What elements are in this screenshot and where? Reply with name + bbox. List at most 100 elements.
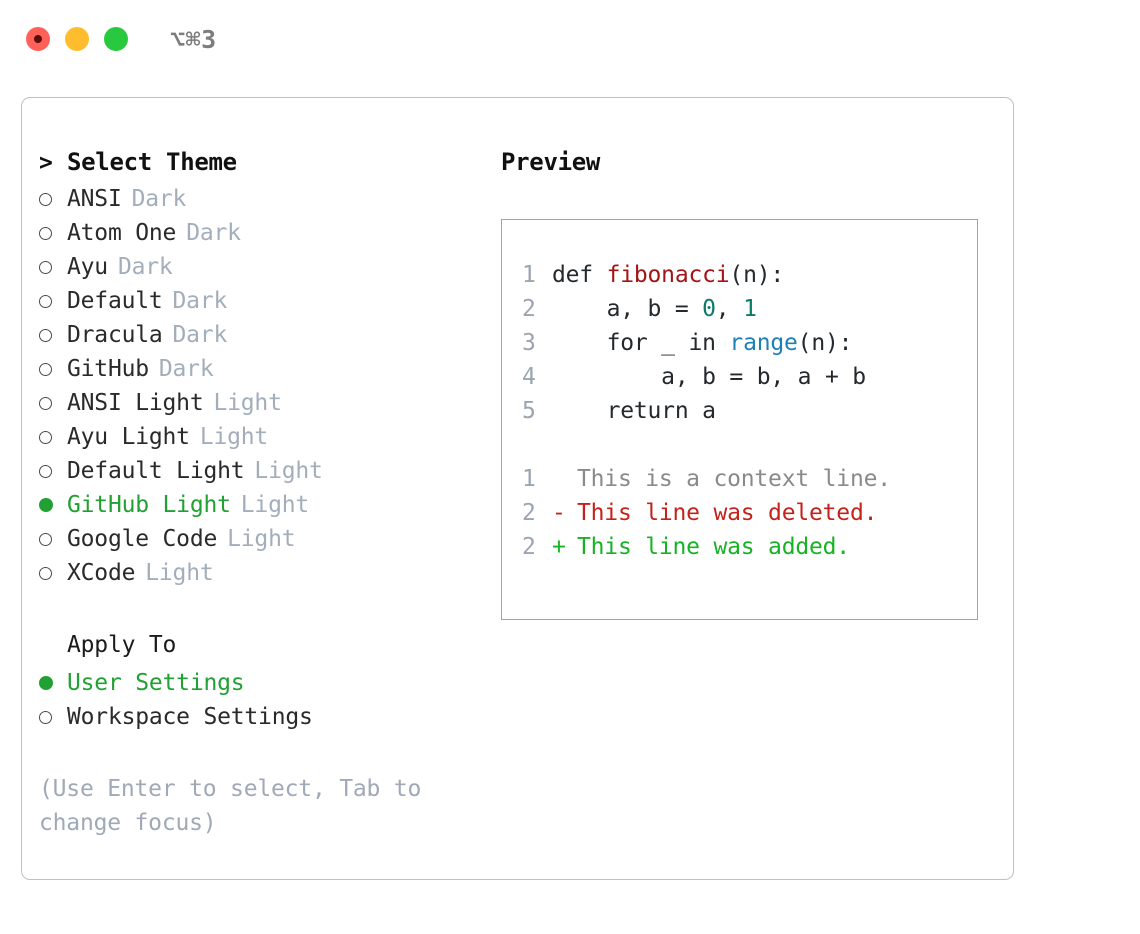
line-number: 5 [522,398,536,424]
code-token-plain: (n): [797,330,853,356]
theme-option-label: Ayu Light [67,423,190,450]
diff-sample: 1 This is a context line.2-This line was… [522,466,977,568]
keyboard-hint-text: (Use Enter to select, Tab to change focu… [39,776,422,836]
code-token-plain: a, b = [552,296,703,322]
code-line: 3 for _ in range(n): [522,330,977,364]
radio-dot [39,226,52,240]
diff-text: This line was added. [577,534,850,560]
radio-dot [39,430,52,444]
radio-unselected-icon [39,182,67,216]
radio-dot [39,396,52,410]
code-token-call: range [729,330,798,356]
spacer [39,590,499,632]
title-bar: ⌥⌘3 [0,0,1140,78]
apply-to-heading: Apply To [39,632,499,666]
radio-dot [39,676,53,690]
radio-dot [39,260,52,274]
code-content: def fibonacci(n): [552,262,784,288]
code-token-fn: fibonacci [606,262,730,288]
theme-variant-tag: Dark [172,321,228,348]
theme-option-label: GitHub Light [67,492,231,518]
apply-to-option-user-settings[interactable]: User Settings [39,666,499,700]
theme-option-label: ANSI [67,185,122,212]
radio-unselected-icon [39,420,67,454]
code-line: 2 a, b = 0, 1 [522,296,977,330]
radio-dot [39,532,52,546]
line-number: 4 [522,364,536,390]
line-number: 1 [522,466,536,492]
theme-option-label: XCode [67,559,136,586]
diff-content: This is a context line. [552,466,891,492]
radio-unselected-icon [39,250,67,284]
diff-sign: + [552,534,566,560]
radio-unselected-icon [39,284,67,318]
code-line: 5 return a [522,398,977,432]
diff-line-deleted: 2-This line was deleted. [522,500,977,534]
radio-dot [39,464,52,478]
theme-variant-tag: Light [254,457,323,484]
theme-option-label: GitHub [67,355,149,382]
minimize-button[interactable] [65,27,89,51]
theme-option-label: Google Code [67,525,218,552]
theme-option-google-code[interactable]: Google Code Light [39,522,499,556]
theme-variant-tag: Dark [158,355,214,382]
keyboard-shortcut-label: ⌥⌘3 [170,24,217,54]
line-number: 2 [522,296,536,322]
code-blank-line [522,432,977,466]
diff-line-added: 2 + This line was added. [522,534,977,568]
apply-to-label: Apply To [67,632,177,658]
theme-option-github[interactable]: GitHub Dark [39,352,499,386]
theme-option-label: Default [67,287,163,314]
apply-to-option-label: User Settings [67,670,245,696]
diff-sign: - [552,500,566,526]
radio-unselected-icon [39,700,67,734]
diff-content: + This line was added. [552,534,850,560]
maximize-button[interactable] [104,27,128,51]
radio-unselected-icon [39,352,67,386]
radio-dot [39,192,52,206]
diff-text: This line was deleted. [577,500,878,526]
radio-unselected-icon [39,522,67,556]
line-number: 3 [522,330,536,356]
select-theme-heading: > Select Theme [39,148,499,182]
radio-dot [39,328,52,342]
theme-option-github-light[interactable]: GitHub Light Light [39,488,499,522]
theme-option-label: ANSI Light [67,389,204,416]
prompt-marker-icon: > [39,150,53,176]
radio-unselected-icon [39,216,67,250]
close-button[interactable] [26,27,50,51]
code-content: return a [552,398,716,424]
code-token-plain: (n): [729,262,785,288]
theme-variant-tag: Light [227,525,296,552]
preview-title: Preview [501,148,601,176]
radio-selected-icon [39,488,67,522]
code-token-plain: for _ in [552,330,730,356]
apply-to-option-label: Workspace Settings [67,703,313,730]
theme-variant-tag: Light [240,492,310,518]
radio-dot [39,362,52,376]
theme-option-label: Ayu [67,253,108,280]
radio-dot [39,294,52,308]
diff-line-context: 1 This is a context line. [522,466,977,500]
line-number: 2 [522,534,536,560]
radio-unselected-icon [39,454,67,488]
apply-to-option-workspace-settings[interactable]: Workspace Settings [39,700,499,734]
